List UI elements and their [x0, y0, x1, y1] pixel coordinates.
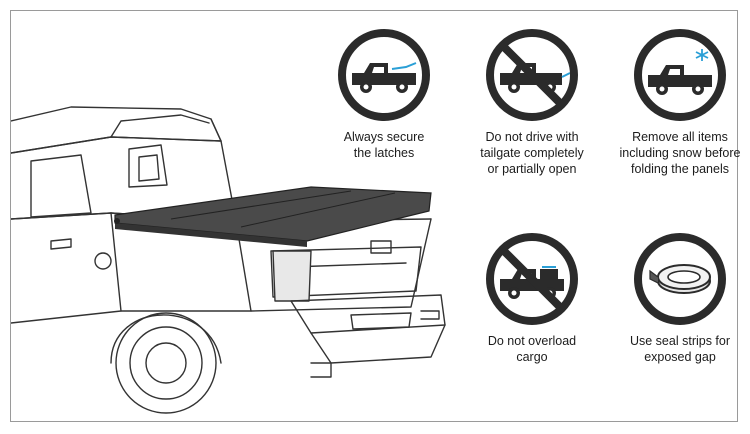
truck-secure-latches-icon — [338, 29, 430, 121]
truck-tailgate-open-icon — [486, 29, 578, 121]
caption-remove-snow: Remove all items including snow before f… — [619, 130, 741, 176]
truck-overload-icon — [486, 233, 578, 325]
caption-overload: Do not overload cargo — [487, 334, 577, 364]
panel-overload: Do not overload cargo — [457, 231, 607, 365]
truck-with-tonneau-cover-illustration — [11, 106, 446, 414]
tonneau-cover — [114, 186, 432, 247]
panel-tailgate-open: Do not drive with tailgate completely or… — [457, 27, 607, 177]
caption-seal-strips: Use seal strips for exposed gap — [629, 334, 731, 364]
instruction-panel: Always secure the latches Do not drive w… — [10, 10, 740, 422]
seal-strip-roll-icon — [634, 233, 726, 325]
panel-remove-snow: Remove all items including snow before f… — [605, 27, 750, 177]
caption-secure-latches: Always secure the latches — [343, 130, 425, 160]
snowflake-icon — [695, 49, 709, 61]
caption-tailgate-open: Do not drive with tailgate completely or… — [480, 130, 584, 176]
truck-snow-icon — [634, 29, 726, 121]
panel-seal-strips: Use seal strips for exposed gap — [605, 231, 750, 365]
panel-secure-latches: Always secure the latches — [309, 27, 459, 161]
